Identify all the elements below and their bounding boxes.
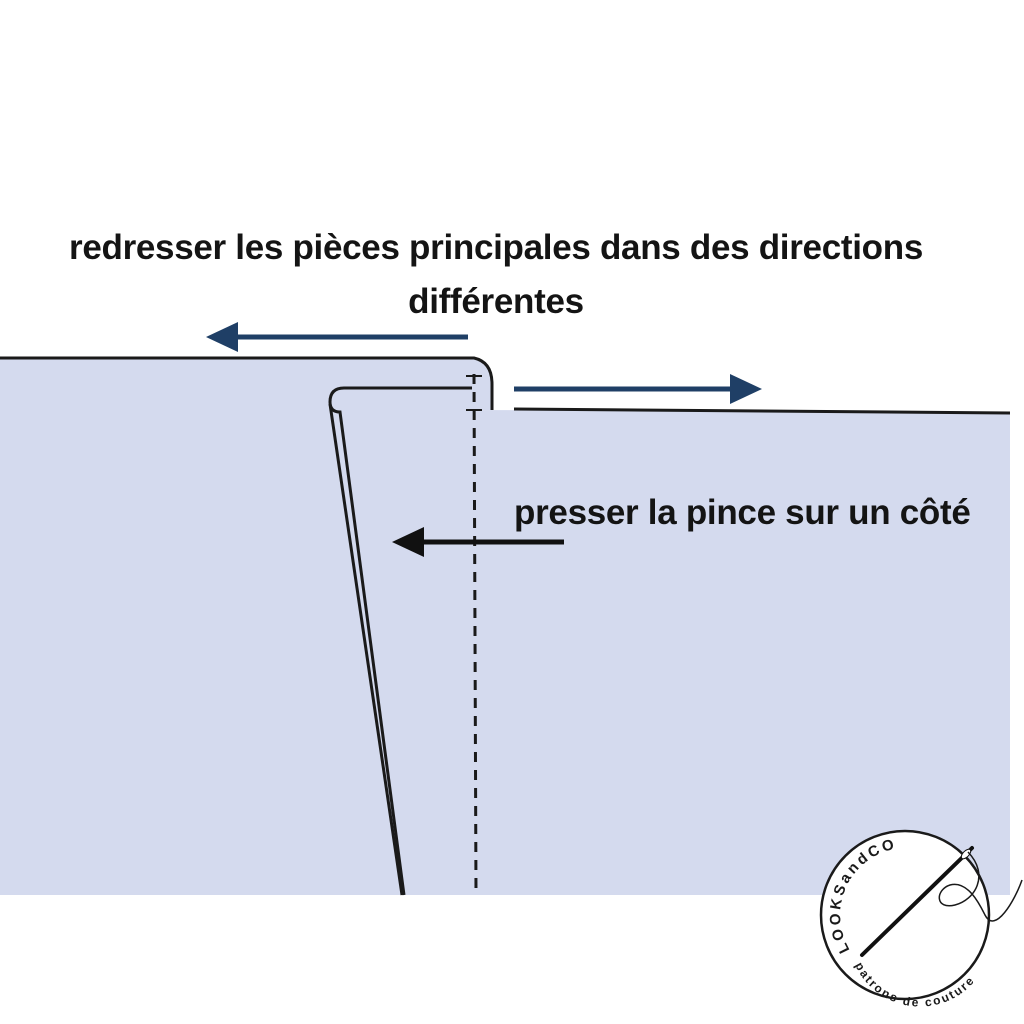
dart-fold-edge: [328, 386, 472, 896]
arrow-right-head: [730, 374, 762, 404]
right-fabric-piece: [340, 380, 1010, 895]
left-fabric-piece: [0, 358, 492, 895]
dart-inner-fold: [328, 403, 404, 896]
folded-dart: [330, 388, 474, 895]
right-top-edge: [513, 407, 1011, 415]
straighten-label-line-1: redresser les pièces principales dans de…: [69, 228, 923, 267]
straighten-label-line-2: différentes: [408, 282, 584, 321]
needle-eye-icon: [960, 848, 972, 860]
press-dart-label: presser la pince sur un côté: [514, 493, 971, 532]
stitch-line: [472, 373, 478, 896]
left-top-edge: [0, 356, 494, 410]
arrow-press-head: [392, 527, 424, 557]
needle-icon: [860, 846, 974, 957]
arrow-left-head: [206, 322, 238, 352]
thread-icon: [938, 851, 1023, 922]
